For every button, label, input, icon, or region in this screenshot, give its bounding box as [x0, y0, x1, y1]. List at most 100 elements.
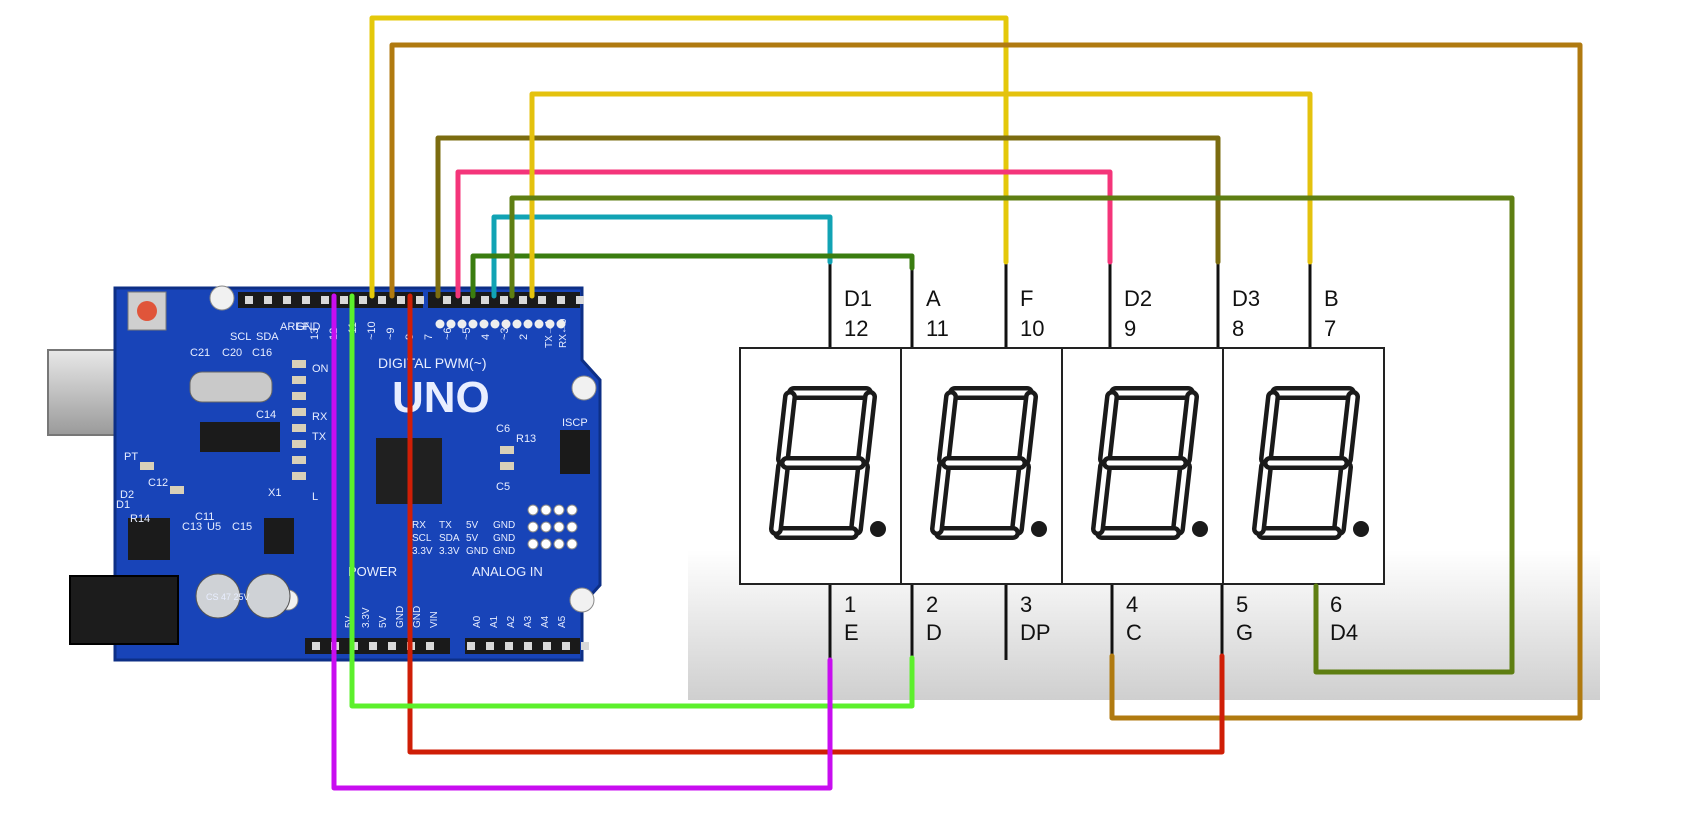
analog-pin-label: A2	[506, 615, 517, 628]
i2c-label: 3.3V	[412, 546, 433, 557]
decimal-point	[870, 521, 886, 537]
bottom-pin-name: C	[1126, 620, 1142, 645]
bottom-pin-number: 2	[926, 592, 938, 617]
i2c-label: GND	[466, 546, 488, 557]
wire-pin3-D	[349, 293, 915, 709]
bottom-pin-number: 6	[1330, 592, 1342, 617]
component-label: SDA	[256, 331, 279, 343]
icsp-header	[560, 430, 590, 474]
digit: 8.	[1252, 386, 1369, 540]
component-label: C12	[148, 477, 168, 489]
analog-pin-label: A1	[489, 615, 500, 628]
i2c-label: TX	[439, 520, 452, 531]
bottom-pin-number: 1	[844, 592, 856, 617]
bottom-pin-number: 3	[1020, 592, 1032, 617]
icsp-label: ISCP	[562, 417, 588, 429]
header-pin	[283, 296, 291, 304]
power-pin-label: 5V	[378, 615, 389, 628]
component-label: PT	[124, 451, 138, 463]
i2c-label: 3.3V	[439, 546, 460, 557]
header-pin	[264, 296, 272, 304]
decimal-point	[1192, 521, 1208, 537]
capacitor-text: CS 47 25V	[206, 592, 250, 602]
header-pin-label: ~5	[461, 327, 473, 340]
component-label: R13	[516, 433, 536, 445]
component-label: U5	[207, 521, 221, 533]
power-label: POWER	[348, 564, 397, 579]
header-pin	[500, 296, 508, 304]
component-label: C21	[190, 347, 210, 359]
power-pin-label: VIN	[429, 611, 440, 628]
component-label: C5	[496, 481, 510, 493]
component-label: C16	[252, 347, 272, 359]
header-pin	[481, 296, 489, 304]
top-pin-name: B	[1324, 286, 1339, 311]
crystal	[189, 371, 273, 403]
header-pin-label: 7	[423, 334, 435, 340]
analog-pin-label: A4	[540, 615, 551, 628]
component-label: C6	[496, 423, 510, 435]
bottom-pin-number: 4	[1126, 592, 1138, 617]
top-pin-number: 8	[1232, 316, 1244, 341]
usb-chip	[200, 422, 280, 452]
power-pin-label: 3.3V	[361, 607, 372, 628]
i2c-label: GND	[493, 520, 515, 531]
digit: 8.	[1091, 386, 1208, 540]
uno-logo: UNO	[392, 373, 490, 422]
component-label: C13	[182, 521, 202, 533]
top-pin-name: D1	[844, 286, 872, 311]
capacitor-2	[245, 573, 291, 619]
header-pin	[378, 296, 386, 304]
wire-pin9-D2	[455, 169, 1113, 299]
header-pin	[397, 296, 405, 304]
wires	[331, 15, 1583, 791]
wire-pin5-C	[389, 42, 1583, 721]
capacitor-1	[195, 573, 241, 619]
header-pin	[462, 296, 470, 304]
header-pin-label: ~6	[442, 327, 454, 340]
header-pin-label: 2	[518, 334, 530, 340]
top-pin-name: F	[1020, 286, 1033, 311]
bottom-pin-name: E	[844, 620, 859, 645]
component-label: L	[312, 491, 318, 503]
regulator	[128, 518, 170, 560]
header-pins	[245, 296, 584, 304]
bottom-pin-number: 5	[1236, 592, 1248, 617]
header-pin	[416, 296, 424, 304]
analog-pin-label: A5	[557, 615, 568, 628]
component-label: D1	[116, 499, 130, 511]
header-pin-label: ~9	[385, 327, 397, 340]
top-pin-number: 10	[1020, 316, 1044, 341]
top-pin-number: 7	[1324, 316, 1336, 341]
top-pin-name: D3	[1232, 286, 1260, 311]
component-label: C20	[222, 347, 242, 359]
i2c-label: SCL	[412, 533, 432, 544]
header-pin	[245, 296, 253, 304]
component-label: SCL	[230, 331, 251, 343]
component-label: AREF	[280, 321, 310, 333]
analog-pin-label: A0	[472, 615, 483, 628]
top-pin-number: 11	[926, 316, 949, 341]
wire-pin6-D4	[509, 195, 1515, 675]
wire-pin11-A	[470, 253, 915, 299]
wire-pin4-G	[407, 293, 1225, 755]
digit: 8.	[769, 386, 886, 540]
bottom-pin-name: D4	[1330, 620, 1358, 645]
component-label: ON	[312, 363, 329, 375]
power-pin-label: GND	[412, 606, 423, 628]
tx-label: TX→1	[544, 319, 555, 348]
component-label: D2	[120, 489, 134, 501]
digital-pwm-label: DIGITAL PWM(~)	[378, 355, 487, 371]
header-pin-label: 4	[480, 334, 492, 340]
wire-pin7-B	[529, 91, 1313, 299]
component-label: C15	[232, 521, 252, 533]
bottom-pin-name: DP	[1020, 620, 1051, 645]
i2c-label: 5V	[466, 520, 479, 531]
digit: 8.	[930, 386, 1047, 540]
rx-label: RX←0	[558, 318, 569, 348]
bottom-pin-name: D	[926, 620, 942, 645]
header-pin	[443, 296, 451, 304]
component-label: X1	[268, 487, 281, 499]
analog-in-label: ANALOG IN	[472, 564, 543, 579]
header-pin-label: ~3	[499, 327, 511, 340]
